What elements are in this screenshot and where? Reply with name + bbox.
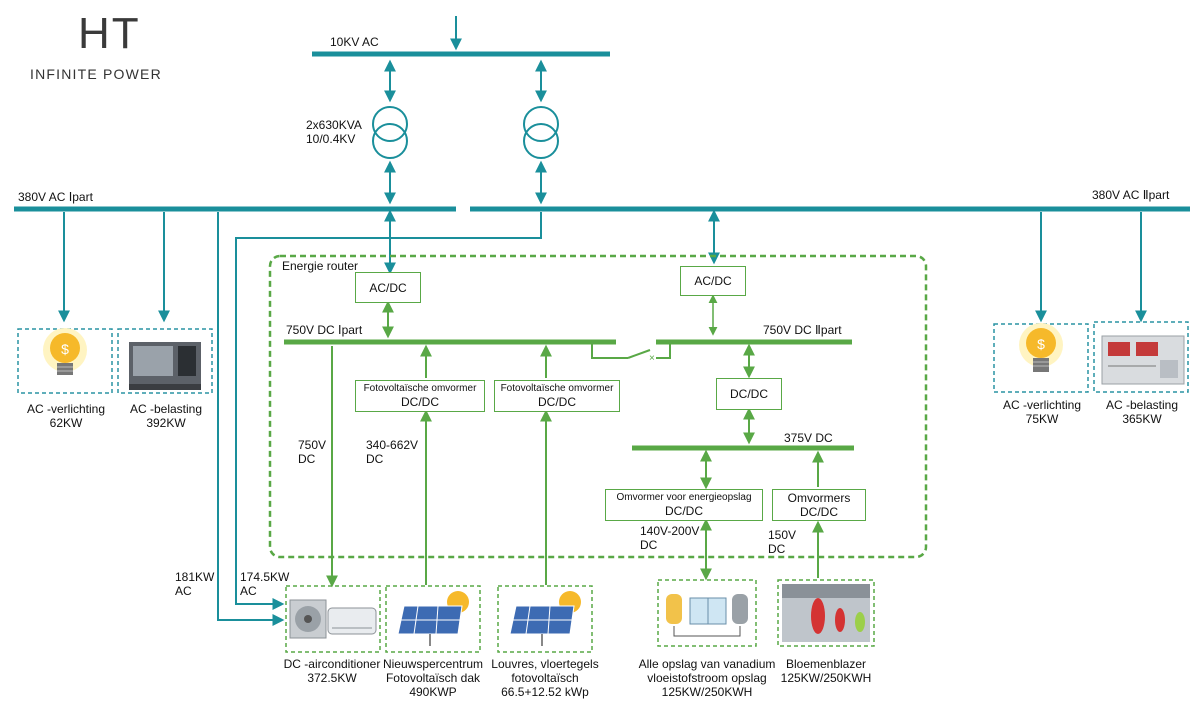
flow-battery-icon (666, 594, 748, 637)
logo-mark: HT (78, 9, 141, 58)
svg-text:×: × (649, 353, 655, 364)
dcdc-converter-mid: DC/DC (716, 378, 782, 410)
solar-panel-icon (397, 591, 469, 646)
acdc-converter-1: AC/DC (355, 272, 421, 303)
solar-panel-icon (509, 591, 581, 646)
cnc-machine-icon (129, 342, 201, 390)
bus-750v-1-label: 750V DC Ⅰpart (286, 323, 363, 337)
transformer-1 (372, 106, 408, 159)
svg-text:$: $ (1037, 336, 1045, 352)
bus-380v-2-label: 380V AC Ⅱpart (1092, 188, 1170, 202)
wind-turbine-icon (782, 584, 870, 642)
light-bulb-icon: $ (43, 328, 87, 375)
equipment-cabinet-icon (1101, 335, 1185, 385)
bus-380v-1-label: 380V AC Ⅰpart (18, 190, 93, 204)
energy-router-frame (268, 254, 928, 559)
bus-375v-label: 375V DC (784, 431, 833, 445)
light-bulb-icon: $ (1019, 323, 1063, 372)
logo-tagline: INFINITE POWER (30, 66, 162, 82)
svg-text:$: $ (61, 341, 69, 357)
air-conditioner-icon (289, 599, 377, 639)
acdc-converter-2: AC/DC (680, 266, 746, 296)
bus-750v-2-label: 750V DC Ⅱpart (763, 323, 842, 337)
bus-10kv-label: 10KV AC (330, 35, 379, 49)
transformer-2 (523, 106, 559, 159)
energy-router-label: Energie router (282, 259, 359, 273)
